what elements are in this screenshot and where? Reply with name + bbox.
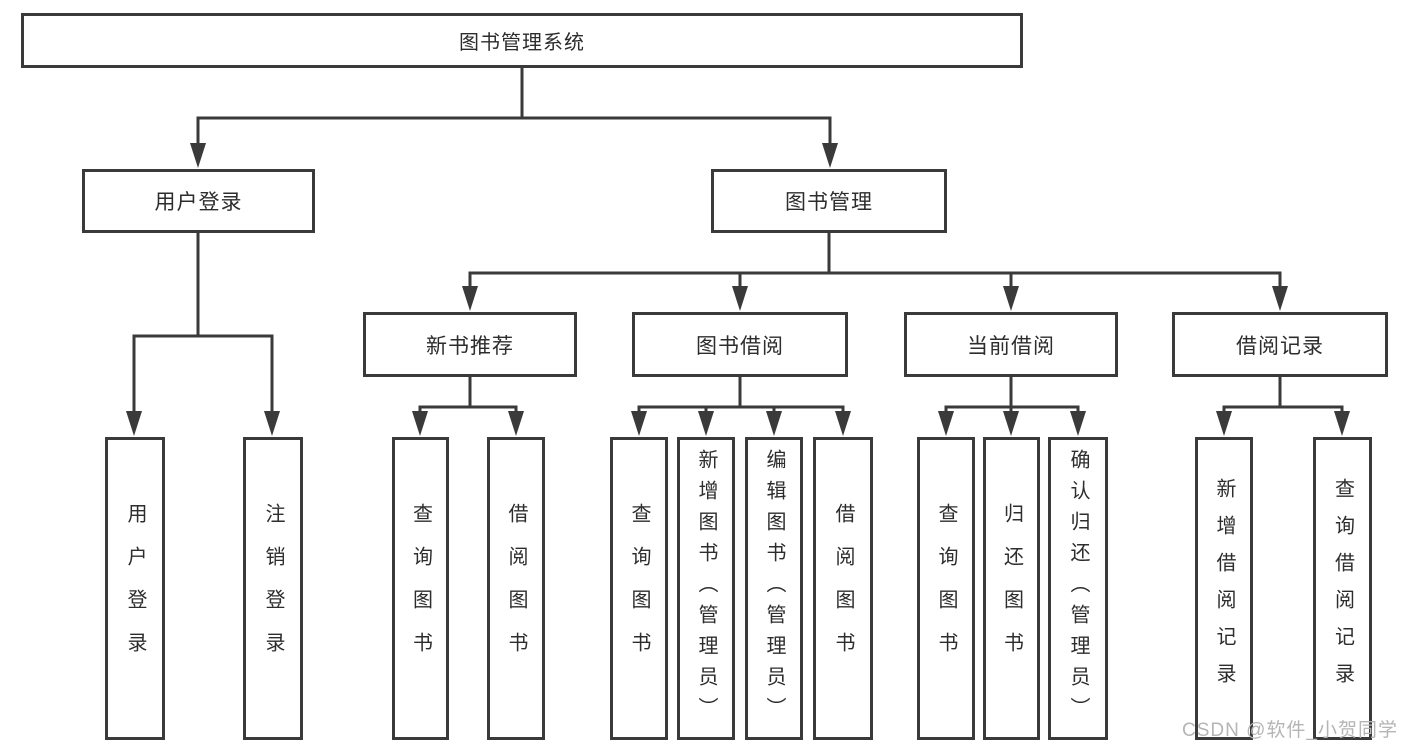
leaf-query-borrow-record: 查询借阅记录 bbox=[1313, 437, 1372, 740]
leaf-current-query-book: 查询图书 bbox=[917, 437, 975, 740]
leaf-edit-book-admin: 编辑图书（管理员） bbox=[745, 437, 803, 740]
leaf-logout: 注销登录 bbox=[243, 437, 303, 740]
node-root: 图书管理系统 bbox=[21, 13, 1023, 68]
leaf-add-book-admin: 新增图书（管理员） bbox=[677, 437, 735, 740]
leaf-add-borrow-record: 新增借阅记录 bbox=[1195, 437, 1253, 740]
node-book-management: 图书管理 bbox=[711, 169, 947, 233]
node-borrow-records: 借阅记录 bbox=[1172, 312, 1388, 377]
leaf-borrow-book: 借阅图书 bbox=[813, 437, 873, 740]
leaf-borrow-query-book: 查询图书 bbox=[610, 437, 668, 740]
leaf-recommend-borrow-book: 借阅图书 bbox=[487, 437, 545, 740]
node-new-book-recommend: 新书推荐 bbox=[363, 312, 577, 377]
watermark: CSDN @软件_小贺同学 bbox=[1182, 720, 1398, 741]
node-user-login-group: 用户登录 bbox=[82, 169, 315, 233]
leaf-recommend-query-book: 查询图书 bbox=[392, 437, 449, 740]
leaf-return-book: 归还图书 bbox=[983, 437, 1040, 740]
leaf-confirm-return-admin: 确认归还（管理员） bbox=[1048, 437, 1108, 740]
leaf-user-login: 用户登录 bbox=[105, 437, 165, 740]
node-book-borrow: 图书借阅 bbox=[632, 312, 848, 377]
node-current-borrow: 当前借阅 bbox=[904, 312, 1118, 377]
